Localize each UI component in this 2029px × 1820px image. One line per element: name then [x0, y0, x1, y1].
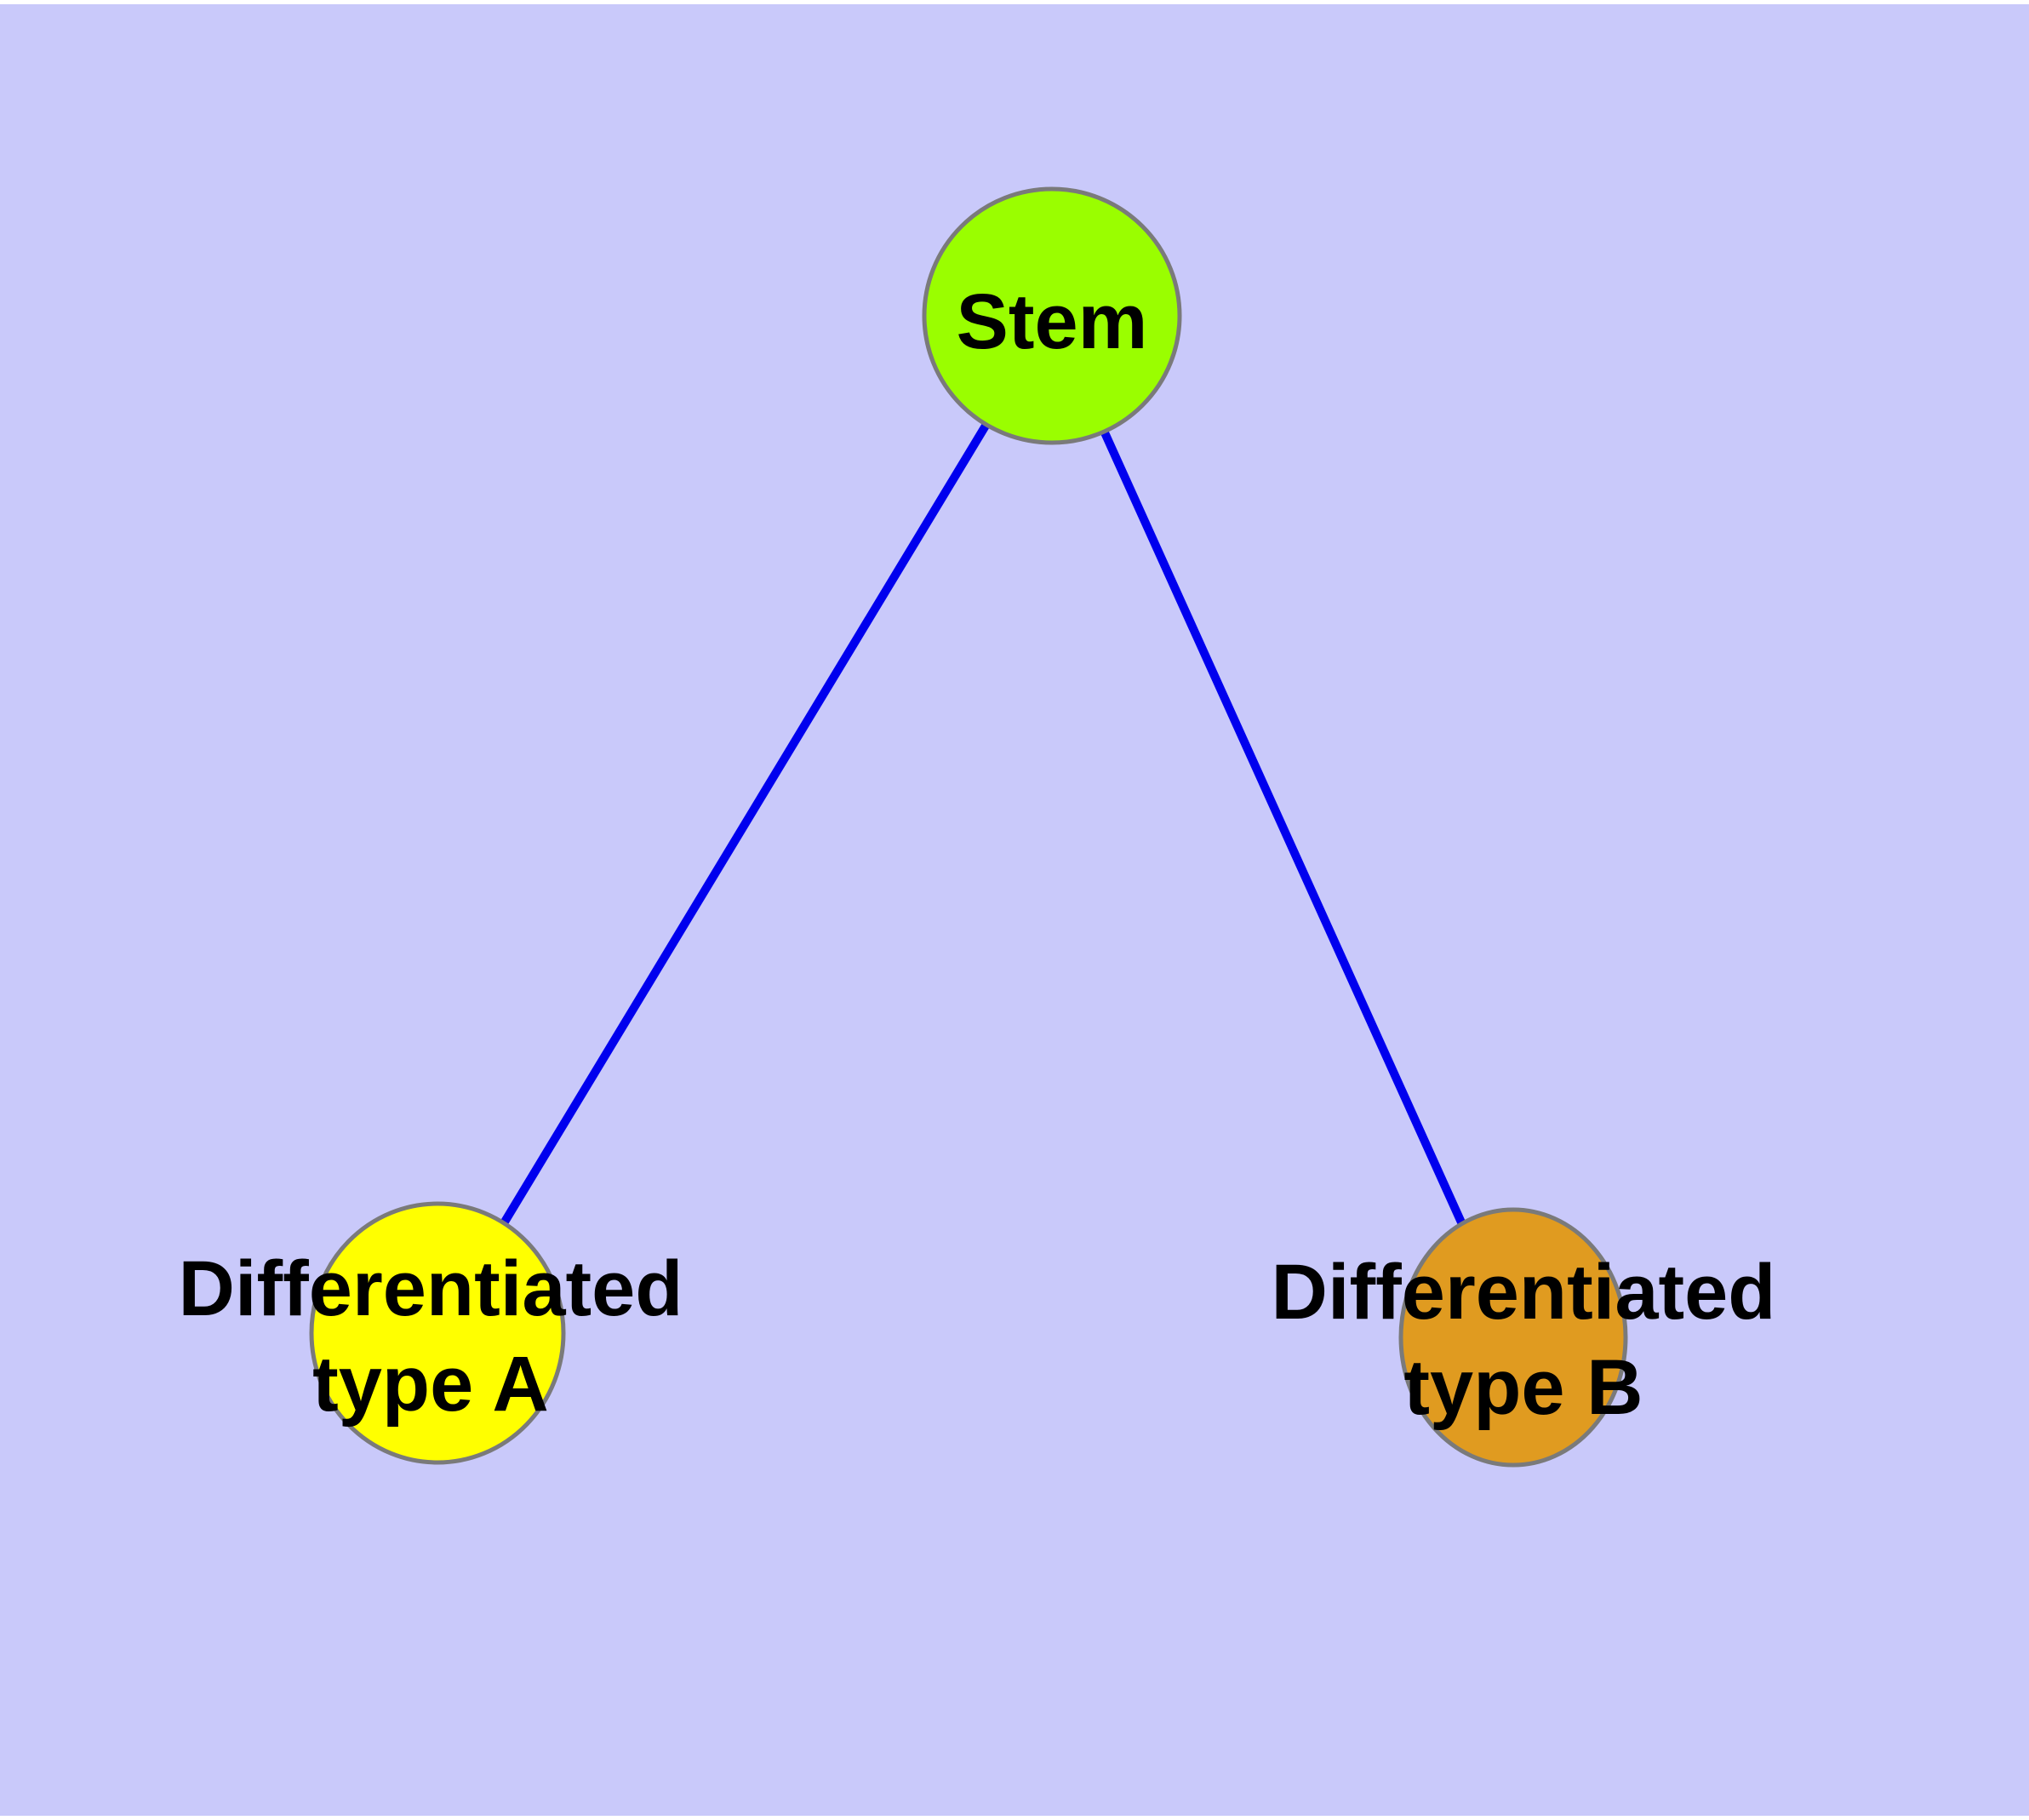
- node-type-b-label-line2: type B: [1403, 1344, 1643, 1431]
- node-stem-label: Stem: [957, 278, 1148, 365]
- edge-stem-to-type-a: [433, 313, 1056, 1336]
- node-type-b-label-line1: Differentiated: [1272, 1249, 1776, 1336]
- node-differentiated-type-a: [309, 1201, 566, 1465]
- edge-stem-to-type-b: [1048, 313, 1517, 1340]
- node-type-a-label-line2: type A: [312, 1341, 549, 1428]
- node-differentiated-type-b: [1398, 1207, 1628, 1468]
- node-type-a-label-line1: Differentiated: [179, 1245, 683, 1332]
- node-stem: [922, 186, 1182, 445]
